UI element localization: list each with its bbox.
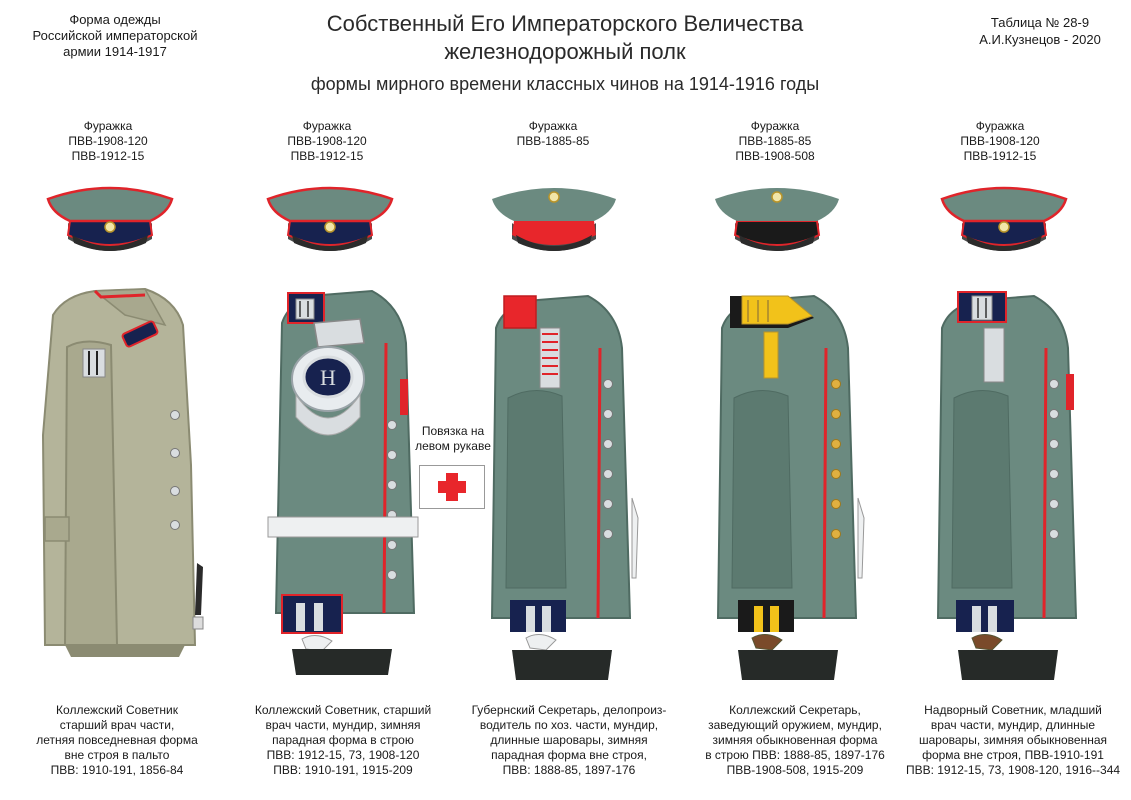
caption-line: ПВВ-1908-508, 1915-209	[726, 763, 864, 777]
caption-line: летняя повседневная форма	[36, 733, 198, 747]
header-left-line-2: Российской императорской	[32, 28, 198, 43]
overcoat-figure	[41, 287, 204, 657]
header-left-line-1: Форма одежды	[69, 12, 161, 27]
caption-line: ПВВ: 1910-191, 1915-209	[273, 763, 413, 777]
cap-label-4: Фуражка ПВВ-1885-85 ПВВ-1908-508	[690, 119, 860, 164]
svg-text:H: H	[320, 365, 336, 390]
caption-figure-2: Коллежский Советник, старший врач части,…	[232, 703, 454, 778]
cap-label-line: ПВВ-1908-508	[735, 149, 815, 163]
armband-label-line: левом рукаве	[415, 439, 491, 453]
caption-line: Коллежский Советник, старший	[254, 703, 432, 717]
tunic-silver-collar-figure	[490, 294, 639, 680]
cap-label-3: Фуражка ПВВ-1885-85	[468, 119, 638, 149]
armband-label-line: Повязка на	[421, 424, 485, 438]
caption-line: в строю ПВВ: 1888-85, 1897-176	[705, 748, 885, 762]
title-line-2: железнодорожный полк	[444, 39, 686, 64]
cap-label-line: ПВВ-1885-85	[738, 134, 812, 148]
caption-line: Надворный Советник, младший	[924, 703, 1102, 717]
cap-label-line: Фуражка	[750, 119, 800, 133]
caption-line: шаровары, зимняя обыкновенная	[918, 733, 1107, 747]
caption-line: ПВВ: 1888-85, 1897-176	[502, 763, 636, 777]
caption-line: врач части, мундир, длинные	[930, 718, 1096, 732]
caption-line: Губернский Секретарь, делопроиз-	[471, 703, 667, 717]
caption-line: форма вне строя, ПВВ-1910-191	[922, 748, 1104, 762]
title-line-1: Собственный Его Императорского Величеств…	[326, 11, 804, 36]
cap-label-line: Фуражка	[83, 119, 133, 133]
cap-label-line: ПВВ-1908-120	[960, 134, 1040, 148]
caption-line: Коллежский Секретарь,	[729, 703, 861, 717]
page-title: Собственный Его Императорского Величеств…	[240, 10, 890, 66]
caption-line: старший врач части,	[59, 718, 175, 732]
cap-label-line: Фуражка	[302, 119, 352, 133]
page-subtitle: формы мирного времени классных чинов на …	[310, 74, 820, 94]
caption-line: зимняя обыкновенная форма	[712, 733, 878, 747]
caption-line: вне строя в пальто	[64, 748, 170, 762]
cap-label-5: Фуражка ПВВ-1908-120 ПВВ-1912-15	[915, 119, 1085, 164]
peaked-cap-2	[266, 186, 394, 251]
tunic-gold-collar-figure	[716, 294, 865, 680]
cap-label-line: ПВВ-1912-15	[963, 149, 1037, 163]
caption-figure-3: Губернский Секретарь, делопроиз- водител…	[458, 703, 680, 778]
header-right: Таблица № 28-9 А.И.Кузнецов - 2020	[960, 14, 1120, 48]
caption-line: длинные шаровары, зимняя	[490, 733, 648, 747]
cap-label-line: Фуражка	[975, 119, 1025, 133]
header-left-line-3: армии 1914-1917	[63, 44, 167, 59]
caption-line: парадная форма вне строя,	[491, 748, 647, 762]
cap-label-1: Фуражка ПВВ-1908-120 ПВВ-1912-15	[23, 119, 193, 164]
peaked-cap-1	[46, 186, 174, 251]
cap-label-line: ПВВ-1885-85	[516, 134, 590, 148]
caption-figure-1: Коллежский Советник старший врач части, …	[6, 703, 228, 778]
caption-line: ПВВ: 1912-15, 73, 1908-120, 1916--344	[905, 763, 1121, 777]
caption-line: Коллежский Советник	[56, 703, 178, 717]
caption-figure-4: Коллежский Секретарь, заведующий оружием…	[684, 703, 906, 778]
cap-label-2: Фуражка ПВВ-1908-120 ПВВ-1912-15	[242, 119, 412, 164]
cap-label-line: ПВВ-1912-15	[71, 149, 145, 163]
peaked-cap-5	[940, 186, 1068, 251]
caption-figure-5: Надворный Советник, младший врач части, …	[902, 703, 1124, 778]
caption-line: ПВВ: 1912-15, 73, 1908-120	[266, 748, 420, 762]
header-left: Форма одежды Российской императорской ар…	[20, 12, 210, 60]
table-number: Таблица № 28-9	[990, 15, 1090, 30]
peaked-cap-4	[715, 188, 839, 251]
author-line: А.И.Кузнецов - 2020	[979, 32, 1101, 47]
cap-label-line: ПВВ-1912-15	[290, 149, 364, 163]
peaked-cap-3	[492, 188, 616, 251]
cap-label-line: ПВВ-1908-120	[68, 134, 148, 148]
caption-line: заведующий оружием, мундир,	[708, 718, 882, 732]
caption-line: ПВВ: 1910-191, 1856-84	[50, 763, 184, 777]
tunic-silver-collar-blue-figure	[936, 291, 1078, 680]
caption-line: парадная форма в строю	[272, 733, 414, 747]
armband-label: Повязка на левом рукаве	[412, 424, 494, 454]
caption-line: врач части, мундир, зимняя	[265, 718, 421, 732]
parade-tunic-figure: H	[267, 289, 419, 675]
cap-label-line: ПВВ-1908-120	[287, 134, 367, 148]
cap-label-line: Фуражка	[528, 119, 578, 133]
caption-line: водитель по хоз. части, мундир,	[479, 718, 659, 732]
red-cross-icon	[419, 465, 485, 509]
